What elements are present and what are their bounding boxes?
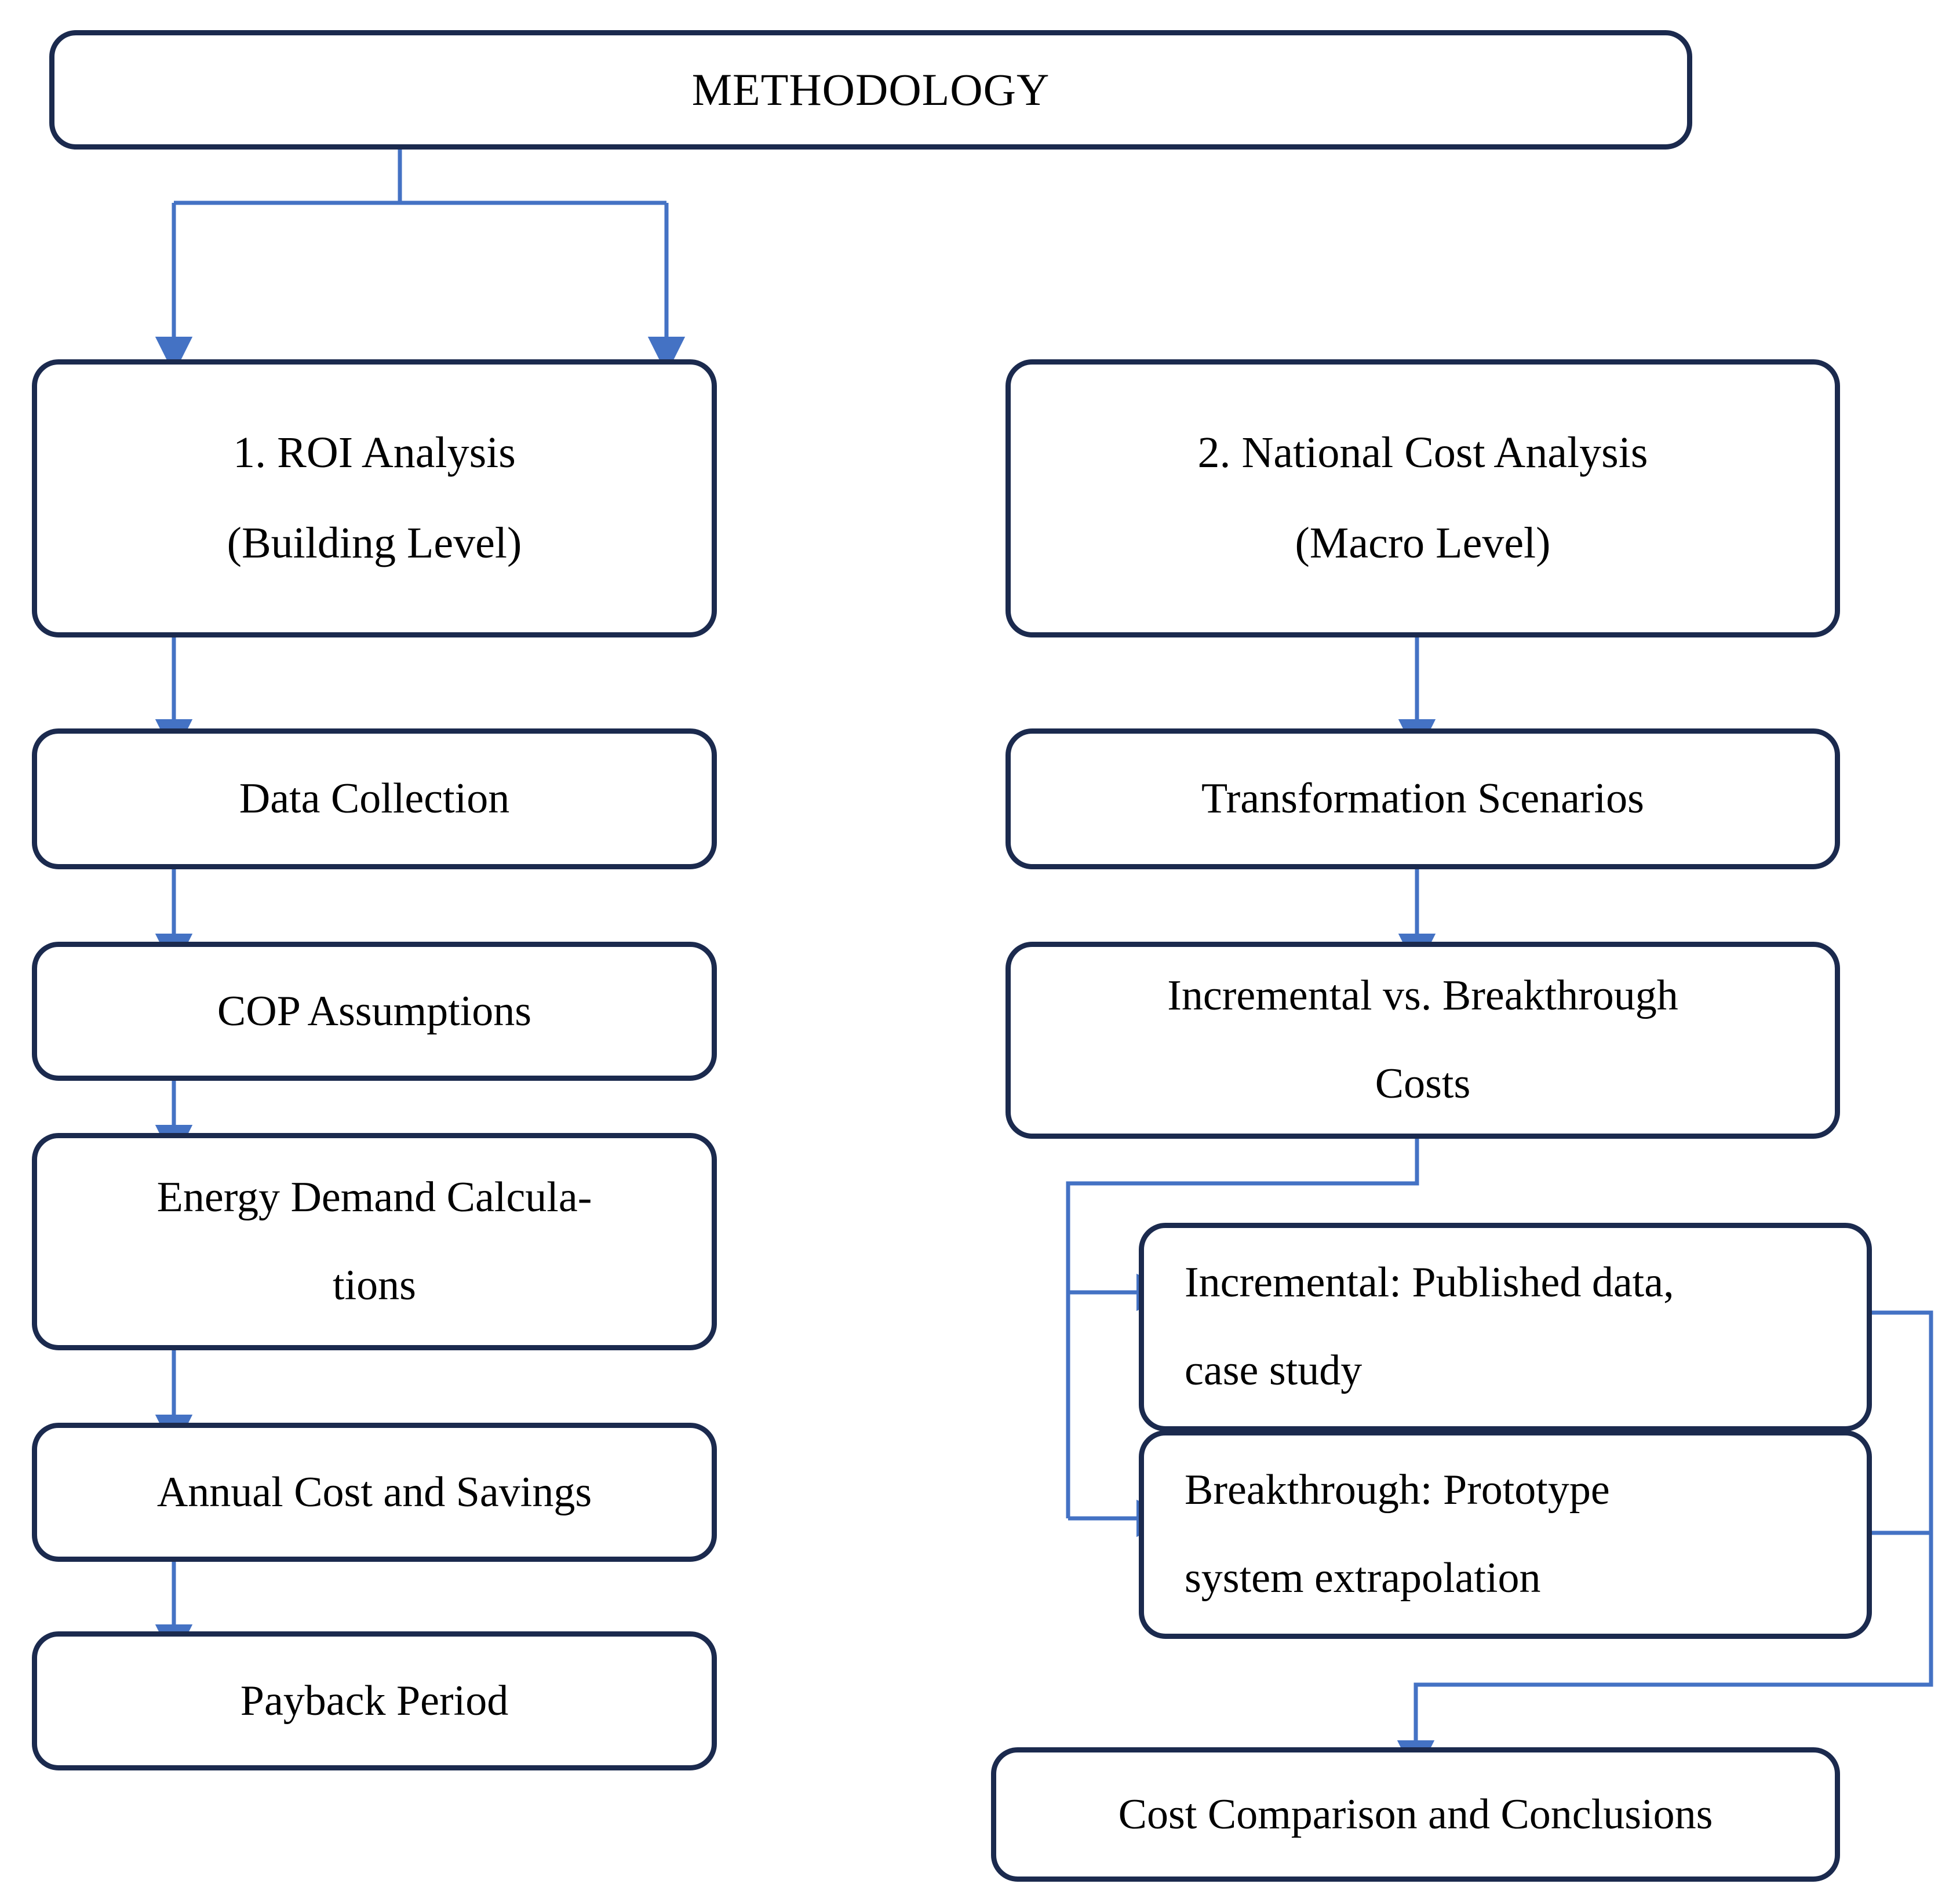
node-incremental-vs-breakthrough-costs-line1: Incremental vs. Breakthrough xyxy=(1167,972,1678,1020)
node-energy-demand-calculations[interactable]: Energy Demand Calcula- tions xyxy=(32,1133,717,1350)
node-incremental-source-line2: case study xyxy=(1185,1347,1362,1394)
edge-incremental-collector xyxy=(1871,1310,1933,1533)
node-transformation-scenarios-label: Transformation Scenarios xyxy=(1201,775,1644,823)
node-cost-comparison-and-conclusions[interactable]: Cost Comparison and Conclusions xyxy=(991,1747,1840,1882)
node-breakthrough-source-line1: Breakthrough: Prototype xyxy=(1185,1466,1610,1514)
node-payback-period-label: Payback Period xyxy=(240,1677,509,1725)
node-energy-demand-calculations-line1: Energy Demand Calcula- xyxy=(156,1173,592,1221)
node-incremental-vs-breakthrough-costs-line2: Costs xyxy=(1375,1060,1471,1107)
node-incremental-source[interactable]: Incremental: Published data, case study xyxy=(1139,1223,1872,1431)
node-cop-assumptions-label: COP Assumptions xyxy=(217,987,532,1035)
node-roi-analysis[interactable]: 1. ROI Analysis (Building Level) xyxy=(32,359,717,637)
node-cost-comparison-and-conclusions-label: Cost Comparison and Conclusions xyxy=(1118,1790,1713,1838)
node-payback-period[interactable]: Payback Period xyxy=(32,1631,717,1770)
node-cop-assumptions[interactable]: COP Assumptions xyxy=(32,942,717,1081)
node-methodology-label: METHODOLOGY xyxy=(691,64,1050,115)
node-breakthrough-source[interactable]: Breakthrough: Prototype system extrapola… xyxy=(1139,1430,1872,1639)
node-roi-analysis-line2: (Building Level) xyxy=(227,519,522,567)
node-annual-cost-and-savings[interactable]: Annual Cost and Savings xyxy=(32,1423,717,1562)
node-national-cost-analysis-line2: (Macro Level) xyxy=(1295,519,1551,567)
node-data-collection-label: Data Collection xyxy=(239,775,510,823)
node-annual-cost-and-savings-label: Annual Cost and Savings xyxy=(156,1468,592,1516)
node-incremental-vs-breakthrough-costs[interactable]: Incremental vs. Breakthrough Costs xyxy=(1005,942,1840,1139)
node-national-cost-analysis[interactable]: 2. National Cost Analysis (Macro Level) xyxy=(1005,359,1840,637)
node-roi-analysis-line1: 1. ROI Analysis xyxy=(233,428,516,478)
node-incremental-source-line1: Incremental: Published data, xyxy=(1185,1259,1674,1307)
node-methodology[interactable]: METHODOLOGY xyxy=(49,30,1692,150)
node-transformation-scenarios[interactable]: Transformation Scenarios xyxy=(1005,728,1840,869)
node-energy-demand-calculations-line2: tions xyxy=(333,1261,416,1309)
node-data-collection[interactable]: Data Collection xyxy=(32,728,717,869)
node-breakthrough-source-line2: system extrapolation xyxy=(1185,1554,1541,1602)
node-national-cost-analysis-line1: 2. National Cost Analysis xyxy=(1197,428,1648,478)
